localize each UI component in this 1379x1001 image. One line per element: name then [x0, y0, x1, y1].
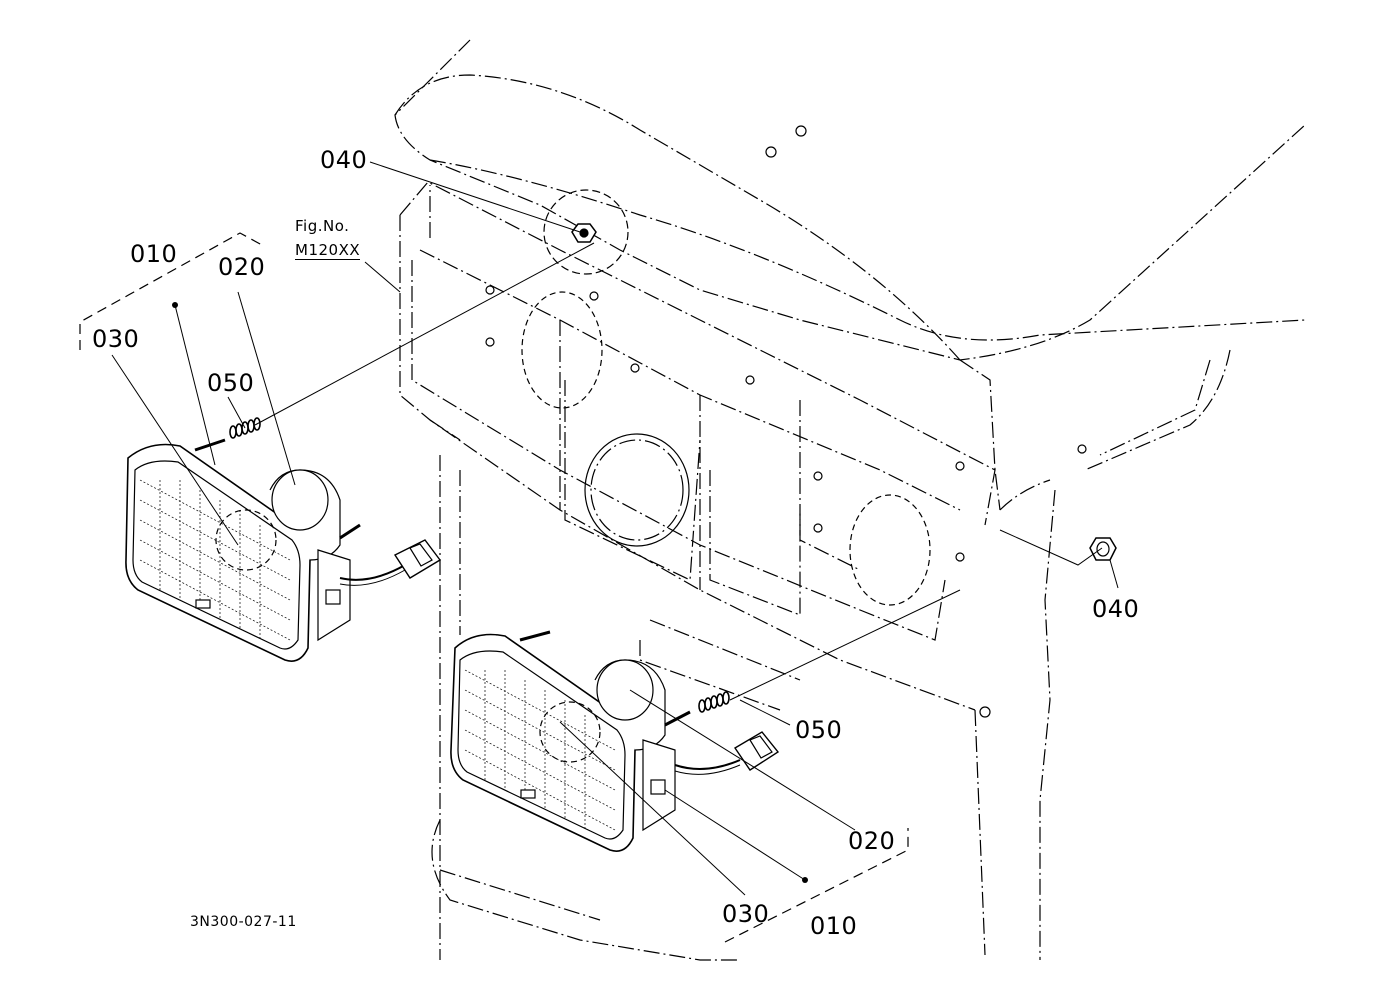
right-headlight-assembly — [450, 630, 780, 852]
figure-ref-label: Fig.No. — [295, 217, 350, 235]
callout-040-right: 040 — [1092, 595, 1140, 623]
callout-010-right: 010 — [810, 912, 858, 940]
drawing-id: 3N300-027-11 — [190, 914, 297, 930]
callout-050-right: 050 — [795, 716, 843, 744]
group-bracket-010-right — [724, 828, 909, 943]
nut-040-top — [571, 223, 597, 243]
callout-030-left: 030 — [92, 325, 140, 353]
mounting-holes — [485, 125, 1087, 718]
callout-010-left: 010 — [130, 240, 178, 268]
left-headlight-assembly — [125, 417, 442, 662]
callout-020-right: 020 — [848, 827, 896, 855]
leader-lines — [111, 161, 1119, 896]
group-bracket-010-left — [79, 232, 263, 350]
grille-openings — [521, 291, 931, 606]
leader-dot-010-left — [172, 302, 178, 308]
figure-ref-number: M120XX — [295, 241, 361, 260]
callout-020-left: 020 — [218, 253, 266, 281]
nut-040-right — [1089, 537, 1117, 561]
callout-030-right: 030 — [722, 900, 770, 928]
callout-040-top: 040 — [320, 146, 368, 174]
hood-outline — [394, 39, 1306, 960]
leader-dot-010-right — [802, 877, 808, 883]
callout-050-left: 050 — [207, 369, 255, 397]
detail-circle-nut — [543, 189, 629, 275]
front-grille-frame — [399, 181, 996, 961]
